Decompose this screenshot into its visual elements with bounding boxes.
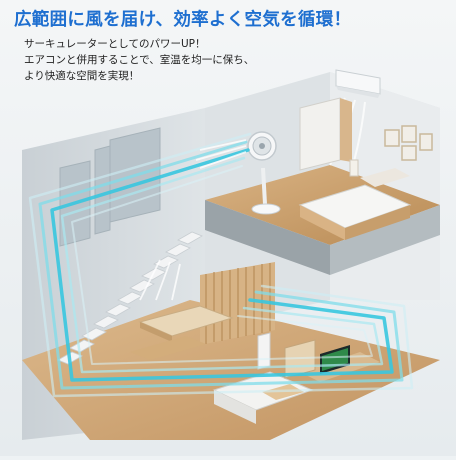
- body-line-2: エアコンと併用することで、室温を均一に保ち、: [24, 54, 255, 66]
- lower-floor: [22, 300, 440, 440]
- storage-drawers: [257, 332, 271, 370]
- headline: 広範囲に風を届け、効率よく空気を循環！: [14, 10, 352, 30]
- bench: [130, 336, 206, 360]
- air-conditioner: [335, 69, 381, 98]
- upper-floor-edge: [205, 200, 330, 275]
- dining-table: [138, 305, 234, 342]
- airflow-loop: [28, 132, 414, 398]
- body-line-1: サーキュレーターとしてのパワーUP！: [24, 38, 206, 50]
- lamp: [349, 159, 359, 177]
- body-copy: サーキュレーターとしてのパワーUP！ エアコンと併用することで、室温を均一に保ち…: [24, 36, 304, 84]
- circulator-fan: [247, 131, 281, 215]
- upper-floor-edge-right: [330, 205, 440, 275]
- wardrobe: [299, 97, 352, 171]
- body-line-3: より快適な空間を実現！: [24, 70, 140, 82]
- wall-frames: [384, 125, 433, 161]
- airflow-streaks: [139, 139, 247, 301]
- bed: [298, 168, 412, 240]
